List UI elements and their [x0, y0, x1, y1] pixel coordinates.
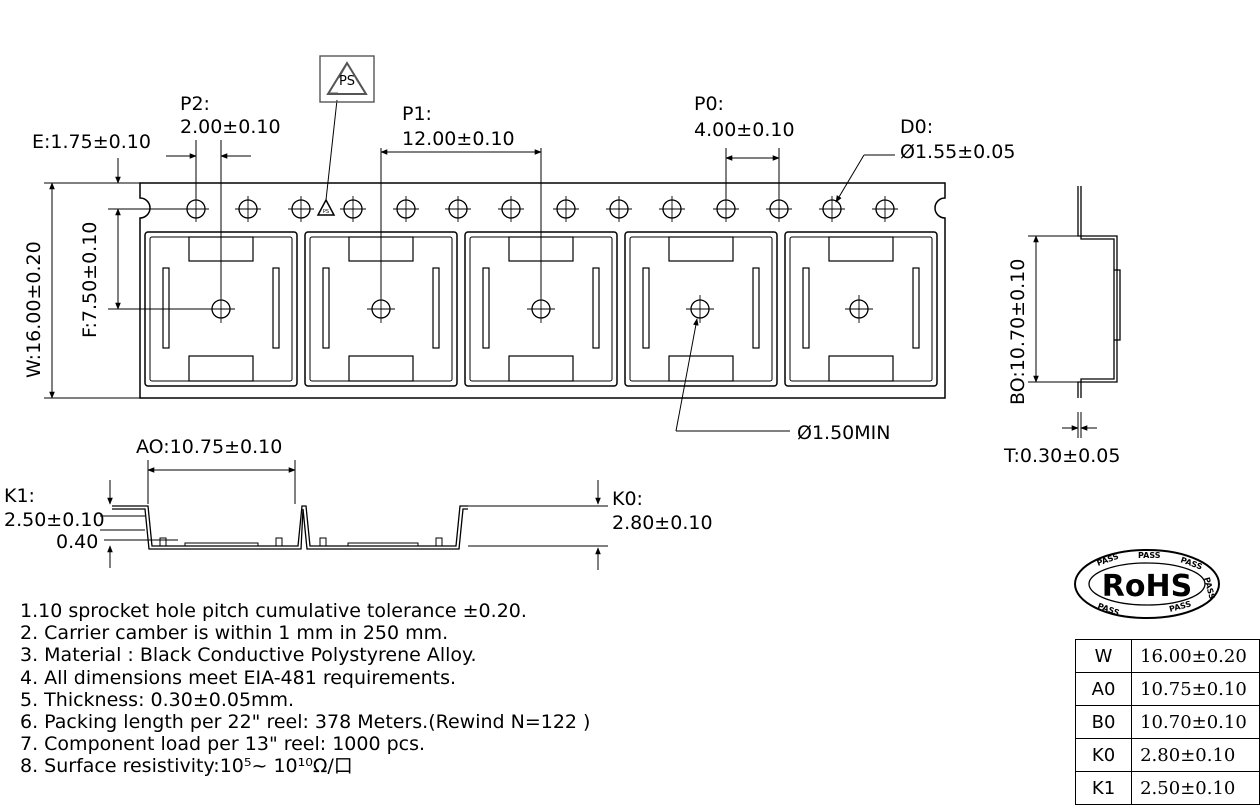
pocket — [784, 231, 938, 387]
sprocket-hole — [235, 196, 261, 222]
sprocket-hole — [872, 196, 898, 222]
note-item: 4. All dimensions meet EIA-481 requireme… — [20, 666, 457, 689]
sprocket-hole — [766, 196, 792, 222]
label-p2-value: 2.00±0.10 — [180, 116, 281, 138]
rohs-badge: RoHS PASS PASS PASS PASS PASS PASS — [1074, 549, 1220, 619]
label-k1-name: K1: — [4, 485, 35, 507]
label-d0-name: D0: — [900, 116, 933, 138]
spec-value: 10.75±0.10 — [1131, 672, 1260, 706]
sprocket-hole — [393, 196, 419, 222]
sprocket-hole — [819, 196, 845, 222]
pocket-hole — [207, 295, 235, 323]
spec-value: 2.50±0.10 — [1131, 771, 1260, 805]
label-k0-value: 2.80±0.10 — [612, 512, 713, 534]
sprocket-hole — [606, 196, 632, 222]
label-k1-sub: 0.40 — [56, 531, 98, 553]
note-item: 1.10 sprocket hole pitch cumulative tole… — [20, 600, 527, 622]
label-p2-name: P2: — [180, 93, 210, 115]
label-w: W:16.00±0.20 — [23, 241, 45, 378]
tape-outline — [139, 182, 946, 399]
notes-list: 1.10 sprocket hole pitch cumulative tole… — [20, 600, 590, 778]
spec-value: 2.80±0.10 — [1131, 738, 1260, 772]
spec-key: K1 — [1074, 771, 1133, 805]
table-row: W 16.00±0.20 — [1074, 639, 1260, 673]
pocket — [624, 231, 778, 387]
note-item: 2. Carrier camber is within 1 mm in 250 … — [20, 622, 449, 645]
label-d1: Ø1.50MIN — [797, 422, 890, 444]
label-b0: BO:10.70±0.10 — [1007, 259, 1029, 405]
tape-side-view — [1028, 186, 1121, 438]
label-p1-name: P1: — [402, 103, 432, 125]
label-k1-value: 2.50±0.10 — [4, 509, 105, 531]
table-row: B0 10.70±0.10 — [1074, 705, 1260, 739]
pocket-hole — [686, 295, 714, 323]
ps-marker-icon: PS — [316, 198, 336, 216]
label-p0-value: 4.00±0.10 — [694, 119, 795, 141]
label-t: T:0.30±0.05 — [1003, 445, 1120, 467]
sprocket-hole — [713, 196, 739, 222]
spec-value: 10.70±0.10 — [1131, 705, 1260, 739]
note-item: 5. Thickness: 0.30±0.05mm. — [20, 688, 295, 711]
sprocket-hole — [659, 196, 685, 222]
pocket-center-holes — [207, 295, 873, 323]
rohs-ring-text: PASS — [1096, 552, 1120, 568]
label-a0: AO:10.75±0.10 — [136, 436, 282, 458]
sprocket-holes — [183, 196, 898, 222]
pocket-hole — [367, 295, 395, 323]
label-p0-name: P0: — [694, 93, 724, 115]
note-item: 7. Component load per 13" reel: 1000 pcs… — [20, 733, 426, 756]
label-f: F:7.50±0.10 — [79, 222, 101, 338]
label-p1-value: 12.00±0.10 — [402, 128, 515, 150]
recycle-code: PS — [339, 74, 355, 89]
note-item: 6. Packing length per 22" reel: 378 Mete… — [20, 711, 591, 734]
sprocket-hole — [288, 196, 314, 222]
pocket-hole — [845, 295, 873, 323]
pocket — [464, 231, 618, 387]
spec-table: W 16.00±0.20 A0 10.75±0.10 B0 10.70±0.10… — [1074, 639, 1260, 805]
spec-key: B0 — [1074, 705, 1133, 739]
rohs-ring-text: PASS — [1138, 551, 1161, 560]
pocket-hole — [527, 295, 555, 323]
label-k0-name: K0: — [612, 488, 643, 510]
sprocket-hole — [498, 196, 524, 222]
sprocket-hole — [340, 196, 366, 222]
svg-text:PS: PS — [323, 209, 329, 215]
spec-key: A0 — [1074, 672, 1133, 706]
table-row: A0 10.75±0.10 — [1074, 672, 1260, 706]
spec-value: 16.00±0.20 — [1131, 639, 1260, 673]
label-d0-value: Ø1.55±0.05 — [900, 141, 1015, 163]
tape-cross-section — [100, 460, 608, 570]
tape-top-view — [139, 182, 946, 399]
table-row: K0 2.80±0.10 — [1074, 738, 1260, 772]
rohs-title: RoHS — [1102, 569, 1192, 604]
recycling-triangle-icon: PS — [319, 55, 375, 103]
spec-key: W — [1074, 639, 1133, 673]
table-row: K1 2.50±0.10 — [1074, 771, 1260, 805]
sprocket-hole — [553, 196, 579, 222]
note-item: 8. Surface resistivity:10⁵~ 10¹⁰Ω/口 — [20, 755, 353, 778]
label-e: E:1.75±0.10 — [32, 131, 151, 153]
dimension-lines — [44, 99, 895, 432]
dimension-labels: P2: 2.00±0.10 E:1.75±0.10 P1: 12.00±0.10… — [4, 93, 1120, 553]
note-item: 3. Material : Black Conductive Polystyre… — [20, 644, 477, 667]
spec-key: K0 — [1074, 738, 1133, 772]
sprocket-hole — [445, 196, 471, 222]
